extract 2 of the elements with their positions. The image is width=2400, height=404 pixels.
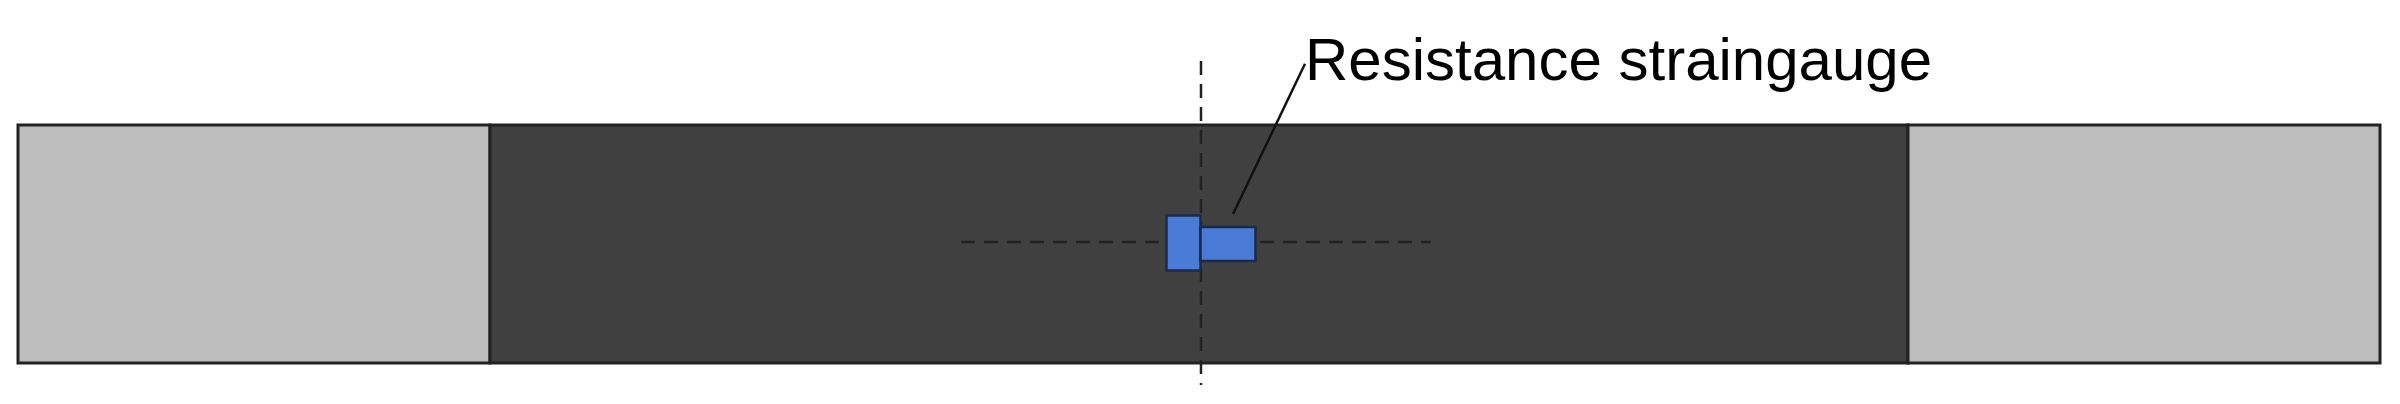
part-label: Resistance straingauge (1305, 30, 1933, 90)
leader-line (1231, 63, 1307, 215)
